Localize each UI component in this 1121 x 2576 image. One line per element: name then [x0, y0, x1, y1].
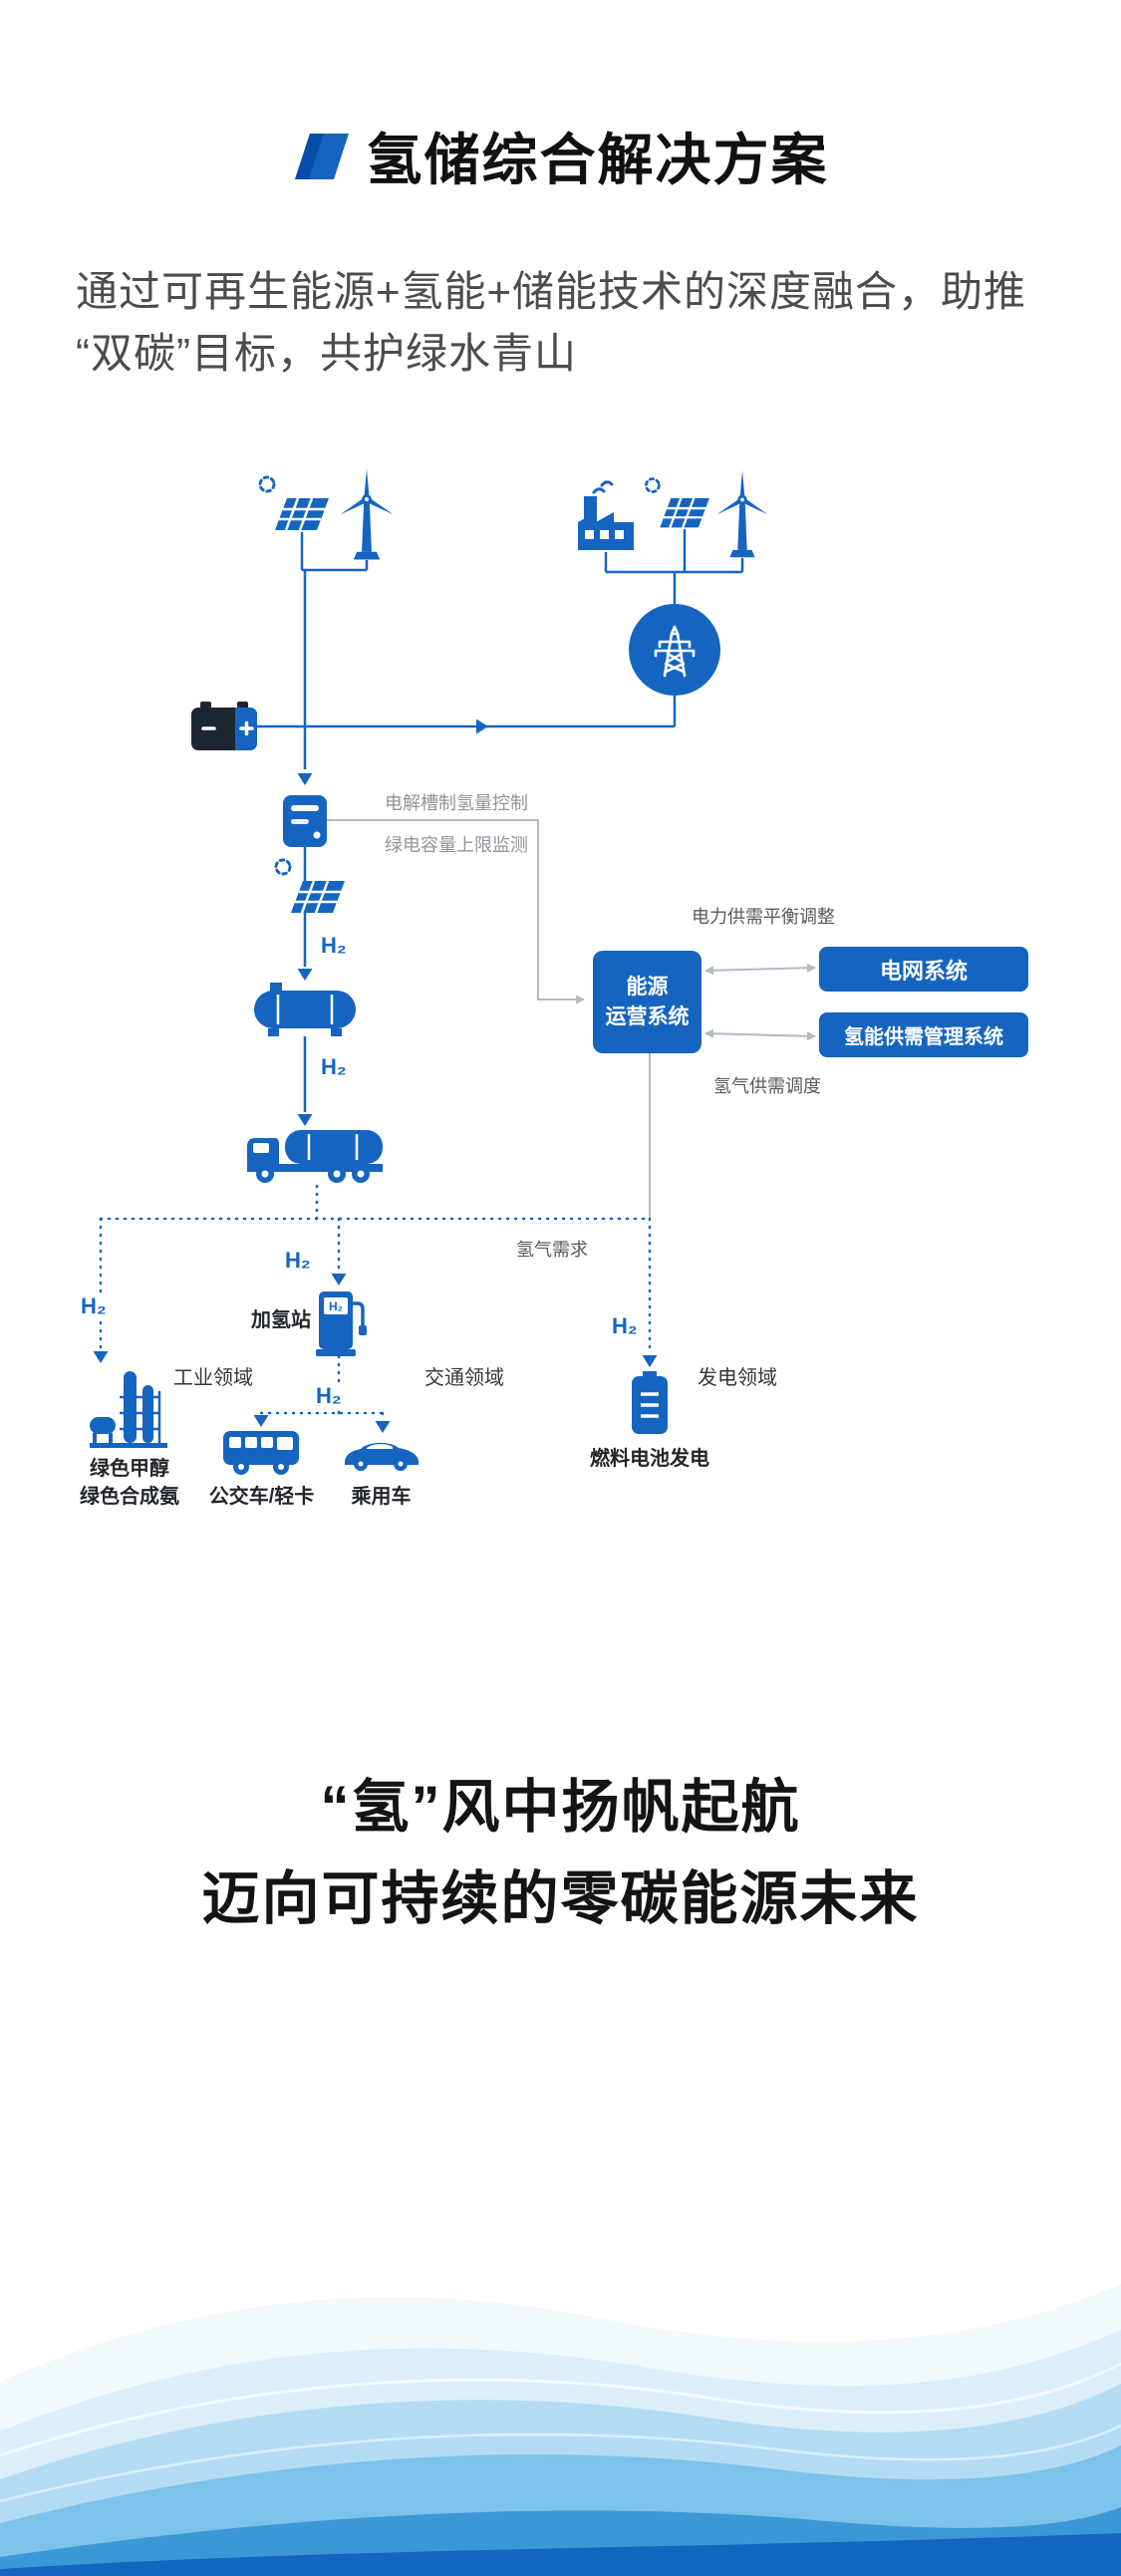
- fuel-cell-icon: [630, 1369, 670, 1436]
- label-h2-dispatch: 氢气供需调度: [713, 1076, 821, 1096]
- gray-connectors: [327, 819, 816, 1219]
- page-header: 氢储综合解决方案: [0, 116, 1121, 196]
- battery-storage-icon: [189, 700, 259, 752]
- label-power-domain: 发电领域: [698, 1367, 777, 1389]
- label-industry-products: 绿色甲醇 绿色合成氨: [50, 1455, 209, 1511]
- wind-turbine-icon: [338, 468, 396, 560]
- solar-panel-icon: [645, 477, 711, 529]
- label-industry-domain: 工业领域: [173, 1367, 253, 1389]
- hydrogen-tank-icon: [252, 981, 358, 1038]
- tank-truck-icon: [245, 1128, 385, 1185]
- flow-arrows: [93, 718, 658, 1433]
- label-h2-demand: 氢气需求: [516, 1240, 588, 1260]
- wave-graphic: [0, 2232, 1121, 2576]
- slogan-line-2: 迈向可持续的零碳能源未来: [201, 1866, 920, 1931]
- grid-tower-badge: [629, 604, 720, 696]
- h2-tag: H₂: [313, 1383, 345, 1409]
- label-green-power-cap: 绿电容量上限监测: [385, 835, 528, 855]
- label-transport-domain: 交通领域: [424, 1367, 504, 1389]
- chemical-plant-icon: [88, 1369, 169, 1450]
- label-green-methanol: 绿色甲醇: [90, 1458, 169, 1480]
- ops-line-1: 能源: [626, 975, 669, 999]
- label-electrolyzer-control: 电解槽制氢量控制: [385, 793, 528, 813]
- label-refuel-station: 加氢站: [251, 1309, 311, 1331]
- h2-tag: H₂: [612, 1313, 638, 1338]
- h2-tag: H₂: [78, 1293, 110, 1319]
- solar-panel-icon: [274, 858, 347, 915]
- wind-turbine-icon: [715, 470, 769, 558]
- solar-panel-icon: [258, 475, 331, 532]
- h2-supply-mgmt-node: 氢能供需管理系统: [819, 1012, 1028, 1057]
- label-fuel-cell-power: 燃料电池发电: [590, 1448, 709, 1470]
- electrolyzer-icon: [283, 795, 327, 847]
- dispenser-h2-label: H₂: [329, 1299, 343, 1313]
- label-green-ammonia: 绿色合成氨: [80, 1486, 179, 1508]
- intro-line-1: 通过可再生能源+氢能+储能技术的深度融合，助推: [76, 268, 1027, 315]
- grid-system-node: 电网系统: [819, 947, 1028, 992]
- label-bus-truck: 公交车/轻卡: [208, 1486, 315, 1508]
- label-passenger-car: 乘用车: [351, 1486, 412, 1508]
- intro-paragraph: 通过可再生能源+氢能+储能技术的深度融合，助推 “双碳”目标，共护绿水青山: [76, 261, 1072, 385]
- energy-ops-system-node: 能源 运营系统: [593, 951, 701, 1053]
- page-title: 氢储综合解决方案: [366, 129, 829, 191]
- intro-line-2: “双碳”目标，共护绿水青山: [76, 330, 577, 377]
- solid-connectors: [257, 529, 744, 1112]
- h2-tag: H₂: [285, 1248, 311, 1273]
- factory-icon: [576, 480, 636, 552]
- car-icon: [345, 1442, 419, 1471]
- title-marker-icon: [294, 133, 349, 179]
- hydrogen-dispenser-icon: H₂: [316, 1291, 367, 1356]
- h2-tag: H₂: [321, 933, 347, 958]
- slogan-line-1: “氢”风中扬帆起航: [320, 1775, 801, 1840]
- h2-tag: H₂: [321, 1054, 347, 1079]
- ops-line-2: 运营系统: [605, 1004, 690, 1028]
- label-power-balance: 电力供需平衡调整: [692, 907, 835, 927]
- bus-icon: [223, 1431, 299, 1475]
